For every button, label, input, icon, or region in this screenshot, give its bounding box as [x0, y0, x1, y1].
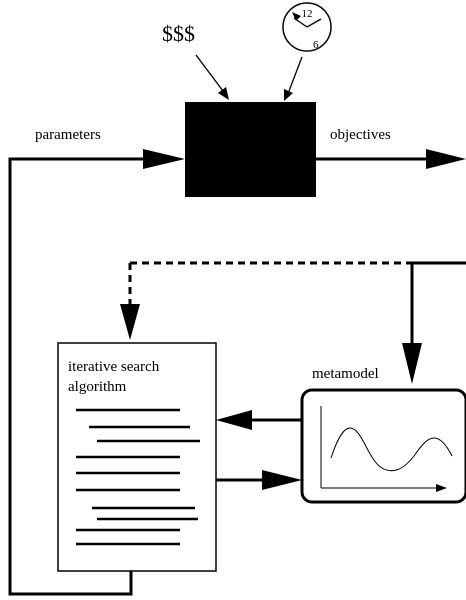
clock-numeral-6: 6	[313, 39, 319, 51]
parameters-label: parameters	[35, 127, 101, 143]
pseudocode-lines	[76, 408, 200, 546]
metamodel-feed-arrowhead	[402, 343, 422, 384]
time-arrow	[284, 56, 303, 101]
black-box-model	[185, 102, 316, 197]
metamodel-to-algorithm-arrow	[216, 410, 302, 430]
cost-label: $$$	[162, 21, 195, 46]
metamodel-curve	[330, 427, 453, 472]
algorithm-label-line1: iterative search	[68, 359, 160, 375]
clock-hour-hand-tip	[292, 12, 301, 21]
algorithm-label-line2: algorithm	[68, 379, 127, 395]
cost-arrow	[195, 54, 229, 100]
clock-minute-hand	[306, 18, 322, 28]
clock-icon: 12 6	[282, 2, 332, 52]
parameters-feedback-line	[8, 157, 150, 596]
dashed-feedback-arrowhead	[120, 304, 140, 340]
clock-numeral-12: 12	[302, 8, 313, 20]
algorithm-to-metamodel-arrow	[216, 470, 302, 490]
algorithm-document: iterative search algorithm	[57, 342, 217, 572]
objectives-arrowhead	[426, 149, 466, 169]
metamodel-box	[300, 388, 466, 504]
objectives-label: objectives	[330, 127, 391, 143]
metamodel-x-axis-arrowhead	[436, 484, 447, 492]
metamodel-label: metamodel	[312, 366, 379, 382]
parameters-arrowhead	[143, 149, 185, 169]
